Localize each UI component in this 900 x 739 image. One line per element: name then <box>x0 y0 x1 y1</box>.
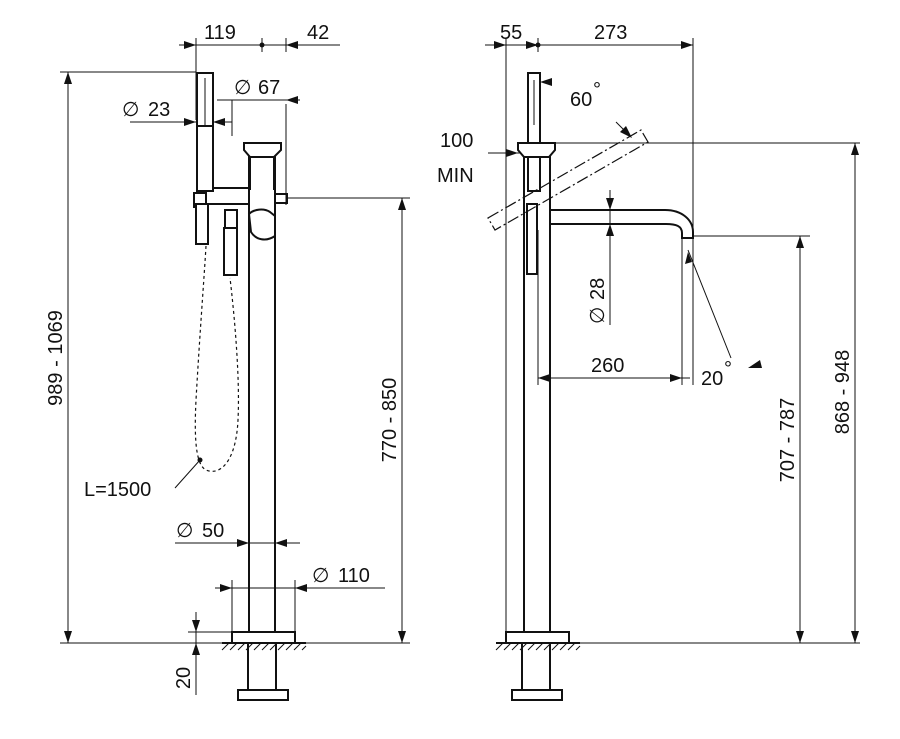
diameter-symbol: ∅ <box>234 77 251 99</box>
diameter-symbol: ∅ <box>587 307 609 324</box>
dim-angle-60-value: 60 <box>570 89 592 111</box>
dim-42: 42 <box>307 22 329 44</box>
side-spout <box>549 209 694 239</box>
front-hose-connector <box>223 209 238 276</box>
dim-260: 260 <box>591 355 624 377</box>
dim-dia-28-value: 28 <box>587 278 609 300</box>
side-view: 55 273 60 ° 100 MIN ∅ 28 260 20 ° 707 - … <box>437 22 860 701</box>
dim-dia-50-value: 50 <box>202 520 224 542</box>
front-hose <box>194 245 240 472</box>
dim-dia-23: ∅ 23 <box>122 99 170 121</box>
front-base <box>221 631 307 701</box>
dim-angle-20: 20 ° <box>701 358 732 390</box>
front-dimension-lines <box>60 38 410 695</box>
dim-dia-50: ∅ 50 <box>176 520 224 542</box>
diameter-symbol: ∅ <box>176 520 193 542</box>
front-handshower <box>195 72 214 245</box>
diameter-symbol: ∅ <box>122 99 139 121</box>
dim-dia-110-value: 110 <box>338 565 370 587</box>
dim-100: 100 <box>440 130 473 152</box>
side-base <box>495 631 581 701</box>
dim-angle-60: 60 ° <box>570 79 601 111</box>
side-top-cap <box>517 142 556 158</box>
dim-angle-20-value: 20 <box>701 368 723 390</box>
front-diverter-knob <box>274 193 288 204</box>
degree-symbol: ° <box>593 79 601 101</box>
dim-20-base: 20 <box>173 667 195 689</box>
dim-height-868-948: 868 - 948 <box>832 350 854 435</box>
dim-hose-length: L=1500 <box>84 479 151 501</box>
dim-55: 55 <box>500 22 522 44</box>
side-dimension-lines <box>485 38 860 644</box>
dim-dia-67-value: 67 <box>258 77 280 99</box>
dim-dia-28: ∅ 28 <box>587 278 609 324</box>
dim-height-770-850: 770 - 850 <box>379 378 401 463</box>
front-top-cap <box>243 142 282 190</box>
side-handshower <box>526 72 541 275</box>
front-spout-nose <box>247 208 276 241</box>
diameter-symbol: ∅ <box>312 565 329 587</box>
dim-dia-67: ∅ 67 <box>234 77 280 99</box>
dim-min: MIN <box>437 165 474 187</box>
dim-273: 273 <box>594 22 627 44</box>
dim-119: 119 <box>204 22 236 44</box>
front-view: 119 42 ∅ 67 ∅ 23 989 - 1069 770 - 850 L=… <box>45 22 410 701</box>
dim-height-707-787: 707 - 787 <box>777 398 799 483</box>
side-lever-rotated <box>487 129 649 231</box>
dim-dia-110: ∅ 110 <box>312 565 370 587</box>
degree-symbol: ° <box>724 358 732 380</box>
dim-height-989-1069: 989 - 1069 <box>45 310 67 406</box>
dim-dia-23-value: 23 <box>148 99 170 121</box>
